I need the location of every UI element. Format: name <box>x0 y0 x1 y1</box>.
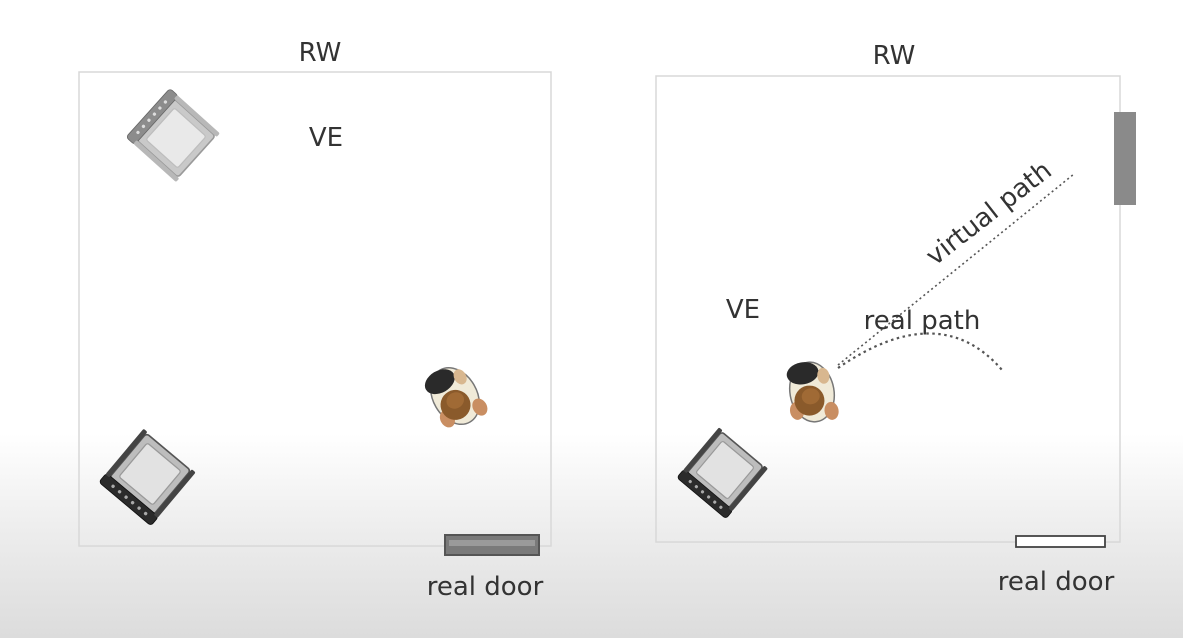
right-real-door-label: real door <box>998 567 1115 597</box>
right-person <box>781 356 841 428</box>
virtual-path-line <box>837 173 1075 366</box>
left-real-door-label: real door <box>427 572 544 602</box>
right-panel: RW VE virtual path real path real door <box>655 41 1136 597</box>
right-rw-room <box>655 75 1121 543</box>
left-panel: RW VE real door <box>78 38 552 602</box>
left-real-door-inner <box>449 540 535 546</box>
left-chair-bottom <box>97 427 197 527</box>
right-real-door <box>1015 535 1106 548</box>
left-ve-label: VE <box>309 123 343 153</box>
virtual-path-label: virtual path <box>921 156 1058 272</box>
right-virtual-door <box>1114 112 1136 205</box>
left-chair-top <box>125 87 221 183</box>
left-rw-room <box>78 71 552 547</box>
real-path-label: real path <box>864 306 981 336</box>
left-rw-label: RW <box>299 38 342 68</box>
right-chair <box>676 426 769 520</box>
right-ve-label: VE <box>726 295 760 325</box>
left-person <box>417 356 492 437</box>
real-path-curve <box>837 332 1003 371</box>
right-rw-label: RW <box>873 41 916 71</box>
